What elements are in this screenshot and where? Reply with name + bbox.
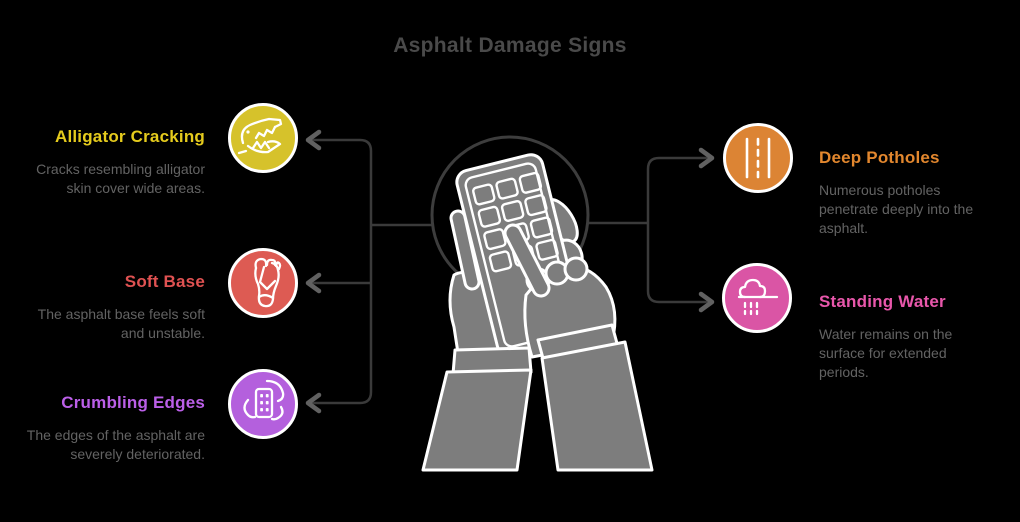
item-description: Numerous potholes penetrate deeply into … xyxy=(819,182,974,236)
footprint-icon xyxy=(254,257,282,308)
page-title: Asphalt Damage Signs xyxy=(393,34,627,57)
item-title: Alligator Cracking xyxy=(54,127,205,146)
item-standing-water: Standing Water Water remains on the surf… xyxy=(819,291,977,382)
hands-phone-illustration xyxy=(421,135,654,472)
item-title: Crumbling Edges xyxy=(61,393,205,412)
arrow-left-bottom xyxy=(305,392,322,414)
alligator-cracking-badge xyxy=(228,103,298,173)
deep-potholes-badge xyxy=(723,123,793,193)
item-crumbling-edges: Crumbling Edges The edges of the asphalt… xyxy=(22,392,205,464)
item-description: The asphalt base feels soft and unstable… xyxy=(37,306,205,341)
item-title: Deep Potholes xyxy=(819,148,940,167)
item-title: Standing Water xyxy=(819,292,946,311)
crumbling-edges-badge xyxy=(228,369,298,439)
rain-water-icon xyxy=(737,278,779,316)
alligator-icon xyxy=(237,117,283,155)
item-description: The edges of the asphalt are severely de… xyxy=(26,427,205,462)
item-soft-base: Soft Base The asphalt base feels soft an… xyxy=(22,271,205,343)
standing-water-badge xyxy=(722,263,792,333)
arrow-right-top xyxy=(698,147,715,169)
arrow-left-mid xyxy=(305,272,322,294)
item-description: Water remains on the surface for extende… xyxy=(819,326,953,380)
item-title: Soft Base xyxy=(124,272,205,291)
item-deep-potholes: Deep Potholes Numerous potholes penetrat… xyxy=(819,147,977,238)
item-description: Cracks resembling alligator skin cover w… xyxy=(36,161,205,196)
crumbling-building-icon xyxy=(243,379,285,421)
item-alligator-cracking: Alligator Cracking Cracks resembling all… xyxy=(22,126,205,198)
arrow-left-top xyxy=(305,129,322,151)
road-icon xyxy=(745,137,771,179)
arrow-right-bottom xyxy=(698,291,715,313)
soft-base-badge xyxy=(228,248,298,318)
